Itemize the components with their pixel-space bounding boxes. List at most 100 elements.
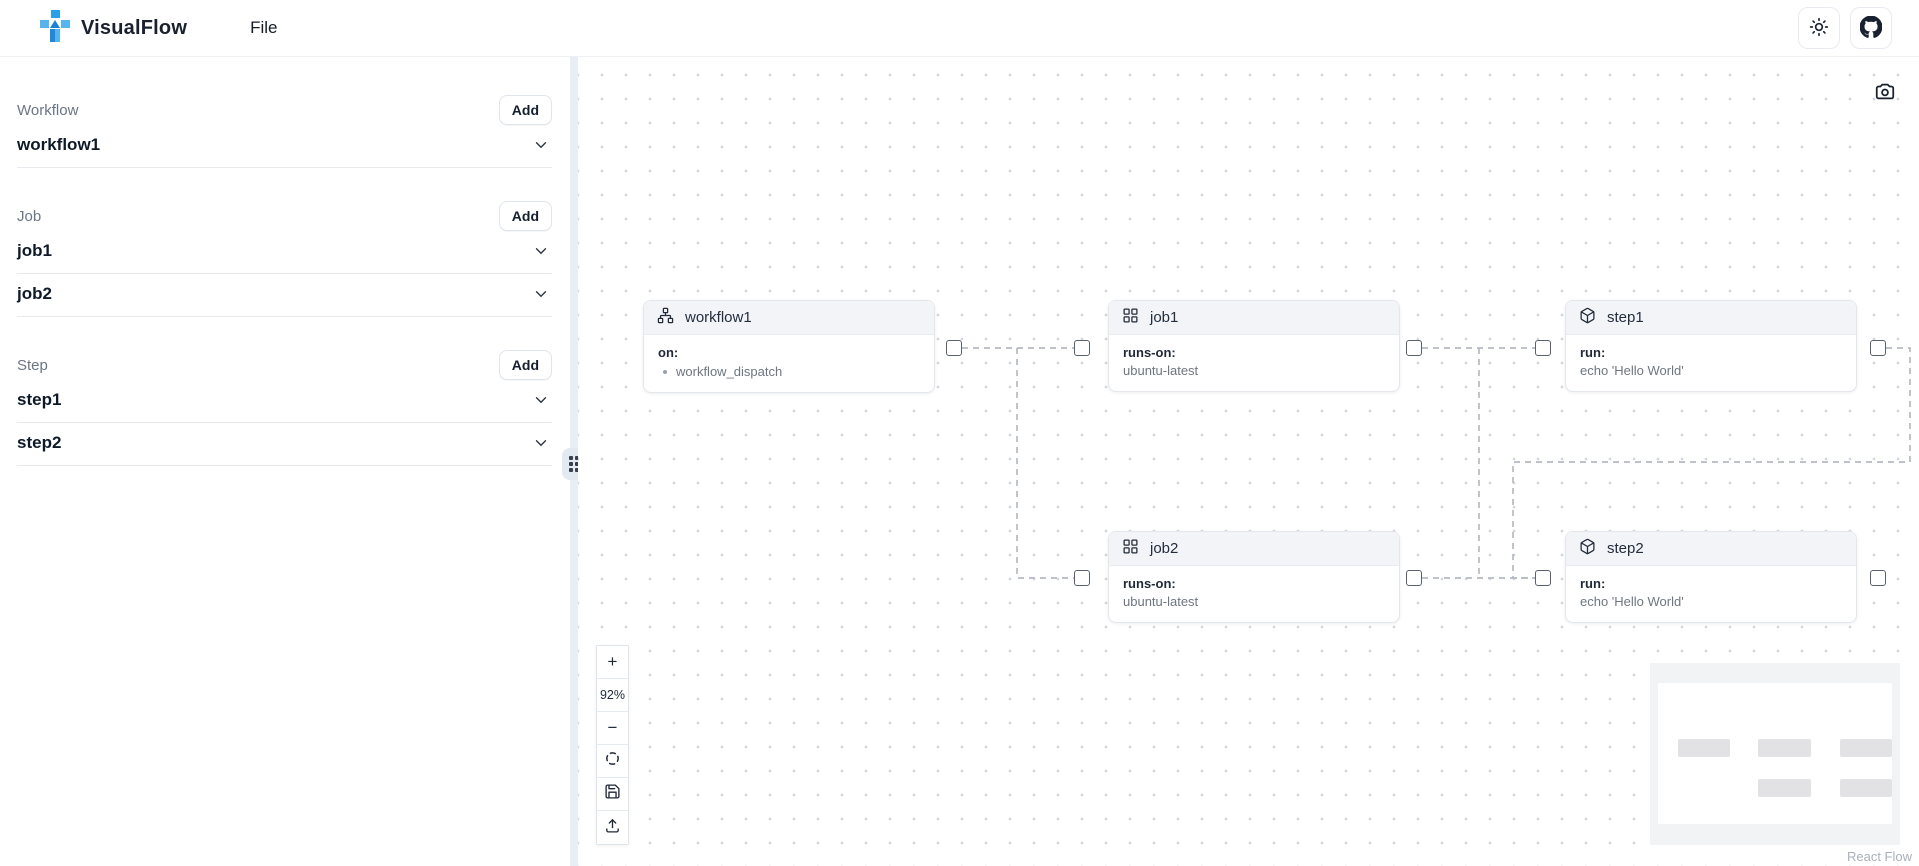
save-floppy-icon bbox=[604, 783, 621, 805]
chevron-down-icon bbox=[532, 434, 550, 452]
job1-label: job1 bbox=[17, 241, 52, 260]
cube-icon bbox=[1579, 538, 1596, 560]
minimap-node-step1 bbox=[1840, 739, 1892, 757]
handle-step2-source[interactable] bbox=[1870, 570, 1886, 586]
field-label: runs-on: bbox=[1123, 345, 1176, 360]
node-title: step2 bbox=[1607, 540, 1644, 557]
handle-job2-source[interactable] bbox=[1406, 570, 1422, 586]
node-workflow1-body: on: workflow_dispatch bbox=[644, 335, 934, 392]
github-button[interactable] bbox=[1850, 7, 1892, 49]
node-step1-header: step1 bbox=[1566, 301, 1856, 335]
node-step1-body: run: echo 'Hello World' bbox=[1566, 335, 1856, 391]
handle-job1-source[interactable] bbox=[1406, 340, 1422, 356]
minus-icon: − bbox=[607, 718, 618, 737]
sun-icon bbox=[1809, 17, 1829, 40]
sidebar-item-step1[interactable]: step1 bbox=[17, 380, 552, 423]
canvas-controls: + 92% − bbox=[596, 645, 629, 845]
node-title: job1 bbox=[1150, 309, 1179, 326]
node-step2[interactable]: step2 run: echo 'Hello World' bbox=[1565, 531, 1857, 623]
sidebar-resize-divider[interactable] bbox=[562, 57, 586, 866]
add-workflow-button[interactable]: Add bbox=[498, 95, 552, 125]
sidebar-item-workflow1[interactable]: workflow1 bbox=[17, 125, 552, 168]
chevron-down-icon bbox=[532, 391, 550, 409]
upload-icon bbox=[604, 817, 621, 839]
zoom-level: 92% bbox=[597, 679, 628, 712]
job-section-label: Job bbox=[17, 207, 42, 225]
save-button[interactable] bbox=[597, 778, 628, 811]
handle-step2-target[interactable] bbox=[1535, 570, 1551, 586]
field-label: on: bbox=[658, 345, 679, 360]
field-value: ubuntu-latest bbox=[1123, 594, 1199, 609]
chevron-down-icon bbox=[532, 285, 550, 303]
flow-canvas[interactable]: workflow1 on: workflow_dispatch job1 bbox=[578, 57, 1919, 866]
sidebar: Workflow Add workflow1 Job Add job1 job2 bbox=[0, 57, 570, 866]
field-value: workflow_dispatch bbox=[676, 364, 783, 379]
app-title: VisualFlow bbox=[81, 16, 188, 39]
add-job-button[interactable]: Add bbox=[498, 201, 552, 231]
edge-workflow1-job2 bbox=[1016, 348, 1074, 579]
handle-step1-target[interactable] bbox=[1535, 340, 1551, 356]
camera-icon bbox=[1874, 81, 1896, 106]
top-bar: VisualFlow File bbox=[0, 0, 1919, 57]
field-value: echo 'Hello World' bbox=[1580, 363, 1684, 378]
workflow-section-label: Workflow bbox=[17, 101, 79, 119]
node-workflow1-header: workflow1 bbox=[644, 301, 934, 335]
add-step-button[interactable]: Add bbox=[498, 350, 552, 380]
node-title: job2 bbox=[1150, 540, 1179, 557]
field-label: run: bbox=[1580, 576, 1606, 591]
node-workflow1[interactable]: workflow1 on: workflow_dispatch bbox=[643, 300, 935, 393]
react-flow-attribution[interactable]: React Flow bbox=[1846, 849, 1912, 864]
handle-job2-target[interactable] bbox=[1074, 570, 1090, 586]
brand: VisualFlow bbox=[40, 9, 188, 47]
screenshot-button[interactable] bbox=[1868, 76, 1902, 110]
fit-view-button[interactable] bbox=[597, 745, 628, 778]
workflow-section-header: Workflow Add bbox=[17, 95, 552, 125]
node-job2[interactable]: job2 runs-on: ubuntu-latest bbox=[1108, 531, 1400, 623]
plus-icon: + bbox=[607, 652, 618, 671]
theme-toggle-button[interactable] bbox=[1798, 7, 1840, 49]
chevron-down-icon bbox=[532, 242, 550, 260]
grid-icon bbox=[1122, 538, 1139, 560]
workflow1-label: workflow1 bbox=[17, 135, 101, 154]
sidebar-item-job1[interactable]: job1 bbox=[17, 231, 552, 274]
node-step2-header: step2 bbox=[1566, 532, 1856, 566]
zoom-in-button[interactable]: + bbox=[597, 646, 628, 679]
node-step2-body: run: echo 'Hello World' bbox=[1566, 566, 1856, 622]
menu-file[interactable]: File bbox=[250, 18, 278, 37]
node-title: step1 bbox=[1607, 309, 1644, 326]
upload-button[interactable] bbox=[597, 811, 628, 844]
minimap-node-step2 bbox=[1840, 779, 1892, 797]
node-job2-header: job2 bbox=[1109, 532, 1399, 566]
field-label: runs-on: bbox=[1123, 576, 1176, 591]
step2-label: step2 bbox=[17, 433, 62, 452]
handle-workflow1-source[interactable] bbox=[946, 340, 962, 356]
chevron-down-icon bbox=[532, 136, 550, 154]
network-icon bbox=[657, 307, 674, 329]
field-value: echo 'Hello World' bbox=[1580, 594, 1684, 609]
minimap[interactable] bbox=[1650, 663, 1900, 845]
minimap-node-job1 bbox=[1758, 739, 1811, 757]
job-section-header: Job Add bbox=[17, 201, 552, 231]
minimap-node-job2 bbox=[1758, 779, 1811, 797]
zoom-out-button[interactable]: − bbox=[597, 712, 628, 745]
handle-step1-source[interactable] bbox=[1870, 340, 1886, 356]
sidebar-item-step2[interactable]: step2 bbox=[17, 423, 552, 466]
job2-label: job2 bbox=[17, 284, 52, 303]
handle-job1-target[interactable] bbox=[1074, 340, 1090, 356]
github-icon bbox=[1859, 15, 1883, 41]
cube-icon bbox=[1579, 307, 1596, 329]
step-section-header: Step Add bbox=[17, 350, 552, 380]
grid-icon bbox=[1122, 307, 1139, 329]
field-label: run: bbox=[1580, 345, 1606, 360]
node-job1-header: job1 bbox=[1109, 301, 1399, 335]
sidebar-item-job2[interactable]: job2 bbox=[17, 274, 552, 317]
minimap-node-workflow1 bbox=[1678, 739, 1730, 757]
visualflow-logo-icon bbox=[40, 9, 70, 47]
bullet-icon bbox=[663, 369, 667, 374]
node-title: workflow1 bbox=[685, 309, 752, 326]
fit-view-icon bbox=[604, 750, 621, 772]
node-job1[interactable]: job1 runs-on: ubuntu-latest bbox=[1108, 300, 1400, 392]
field-value: ubuntu-latest bbox=[1123, 363, 1199, 378]
step-section-label: Step bbox=[17, 356, 48, 374]
node-step1[interactable]: step1 run: echo 'Hello World' bbox=[1565, 300, 1857, 392]
